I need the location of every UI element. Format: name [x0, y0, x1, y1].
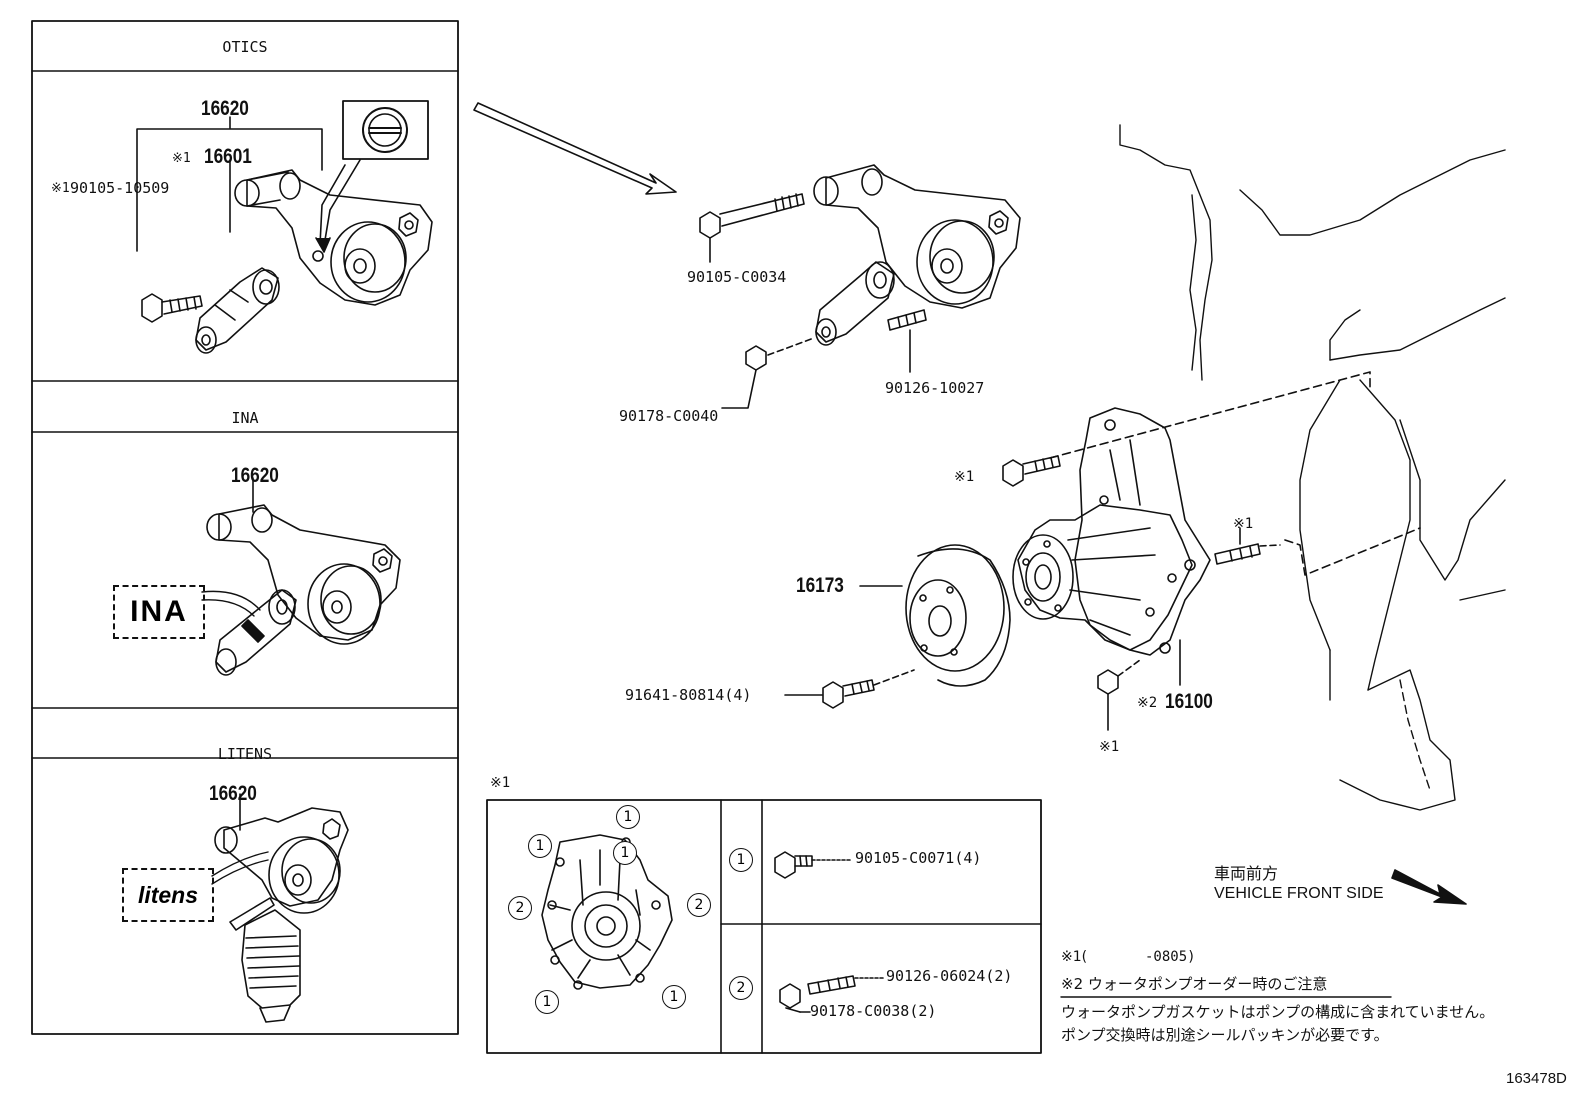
otics-bolt-mark: ※1: [51, 181, 70, 196]
label-water-pump-mark: ※2: [1137, 695, 1158, 711]
ina-header: INA: [231, 409, 259, 427]
pointer-arrow: [473, 102, 677, 195]
pump-callout-circle: 2: [508, 896, 532, 920]
litens-brand-logo: litens: [122, 868, 214, 922]
litens-header: LITENS: [217, 745, 273, 763]
note2-title: ※2 ウォータポンプオーダー時のご注意: [1061, 975, 1328, 993]
front-direction-arrow: [1391, 869, 1467, 905]
litens-assembly-drawing: [211, 793, 349, 1023]
label-mark-stud-right: ※1: [1233, 516, 1254, 532]
water-pump-assembly: [1002, 371, 1421, 731]
ina-assembly-drawing: [201, 477, 401, 676]
label-stud-top: 90126-10027: [885, 379, 985, 397]
pump-callout-circle: 1: [613, 841, 637, 865]
row2-index-circle: 2: [729, 976, 753, 1000]
direction-label-en: VEHICLE FRONT SIDE: [1214, 885, 1384, 902]
left-panels-frame: [31, 20, 459, 1035]
row2-part-number-b: 90178-C0038(2): [810, 1002, 937, 1020]
detail-table-frame: [486, 799, 1042, 1054]
pump-callout-circle: 1: [528, 834, 552, 858]
note2-line2: ポンプ交換時は別途シールパッキンが必要です。: [1061, 1026, 1389, 1044]
label-pulley: 16173: [796, 574, 844, 597]
detail-table-mark: ※1: [490, 775, 511, 791]
label-mark-nut-bottom: ※1: [1099, 739, 1120, 755]
pump-front-view: [541, 834, 673, 990]
pump-callout-circle: 1: [535, 990, 559, 1014]
otics-part-pulley: 16601: [204, 145, 252, 168]
engine-block-outline: [1119, 124, 1506, 811]
table-row1-bolt: [774, 851, 851, 879]
label-mark-bolt-left: ※1: [954, 469, 975, 485]
label-bolt-top: 90105-C0034: [687, 268, 787, 286]
otics-assembly-drawing: [136, 100, 433, 354]
pump-callout-circle: 1: [662, 985, 686, 1009]
label-water-pump: 16100: [1165, 690, 1213, 713]
main-tensioner-assembly: [699, 164, 1021, 409]
pump-callout-circle: 1: [616, 805, 640, 829]
note1-mark: ※1(: [1061, 949, 1088, 965]
row1-index-circle: 1: [729, 848, 753, 872]
otics-pulley-mark: ※1: [172, 151, 191, 166]
ina-part-tensioner: 16620: [231, 464, 279, 487]
row2-part-number-a: 90126-06024(2): [886, 967, 1013, 985]
row1-part-number: 90105-C0071(4): [855, 849, 982, 867]
otics-part-bolt: 90105-10509: [70, 179, 170, 197]
otics-header: OTICS: [222, 38, 268, 56]
note2-line1: ウォータポンプガスケットはポンプの構成に含まれていません。: [1061, 1003, 1495, 1021]
label-pulley-bolt: 91641-80814(4): [625, 686, 752, 704]
otics-part-tensioner: 16620: [201, 97, 249, 120]
table-row2-parts: [779, 975, 886, 1013]
direction-label-jp: 車両前方: [1214, 864, 1279, 883]
pulley-drawing: [784, 544, 1011, 709]
label-nut-top: 90178-C0040: [619, 407, 719, 425]
ina-brand-logo: INA: [113, 585, 205, 639]
figure-id: 163478D: [1506, 1070, 1567, 1087]
note1-range: -0805): [1145, 949, 1196, 965]
litens-part-tensioner: 16620: [209, 782, 257, 805]
pump-callout-circle: 2: [687, 893, 711, 917]
